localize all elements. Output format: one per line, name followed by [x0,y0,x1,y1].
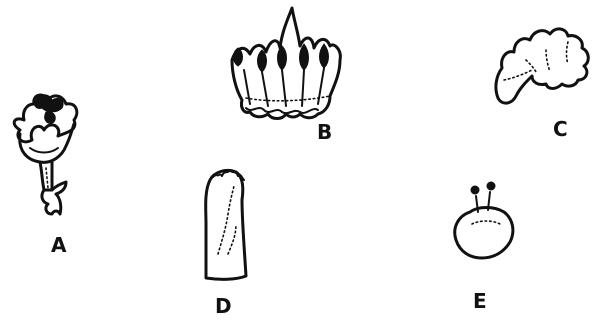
ovary-with-stigma-icon [455,182,513,258]
panel-label-b: B [317,122,332,142]
panel-label-a: A [51,235,66,255]
panel-label-d: D [215,296,232,316]
panel-label-e: E [473,291,487,311]
flower-with-stalk-icon [14,95,77,214]
petal-icon [206,170,246,279]
panel-label-c: C [553,119,568,139]
calyx-fragment-icon [496,29,588,103]
opened-corolla-icon [232,8,340,119]
